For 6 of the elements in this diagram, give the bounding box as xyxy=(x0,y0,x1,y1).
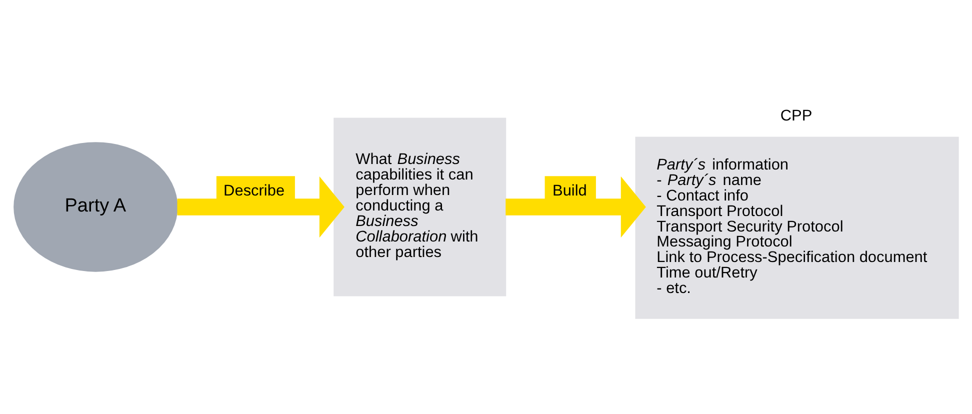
edge-label: Build xyxy=(552,182,586,200)
node-box: Party´s information - Party´s name - Contact info Transport Protocol Transport Security Protocol Messaging Protocol Link to Process-Specification document Time out/Retry - etc. xyxy=(634,136,958,319)
edge-label: Describe xyxy=(223,182,284,200)
node-label: CPP xyxy=(780,108,812,125)
node-ellipse: Party A xyxy=(13,142,178,272)
node-box: What Business capabilities it can perform when conducting a Business Collaboration with other parties xyxy=(333,118,506,296)
